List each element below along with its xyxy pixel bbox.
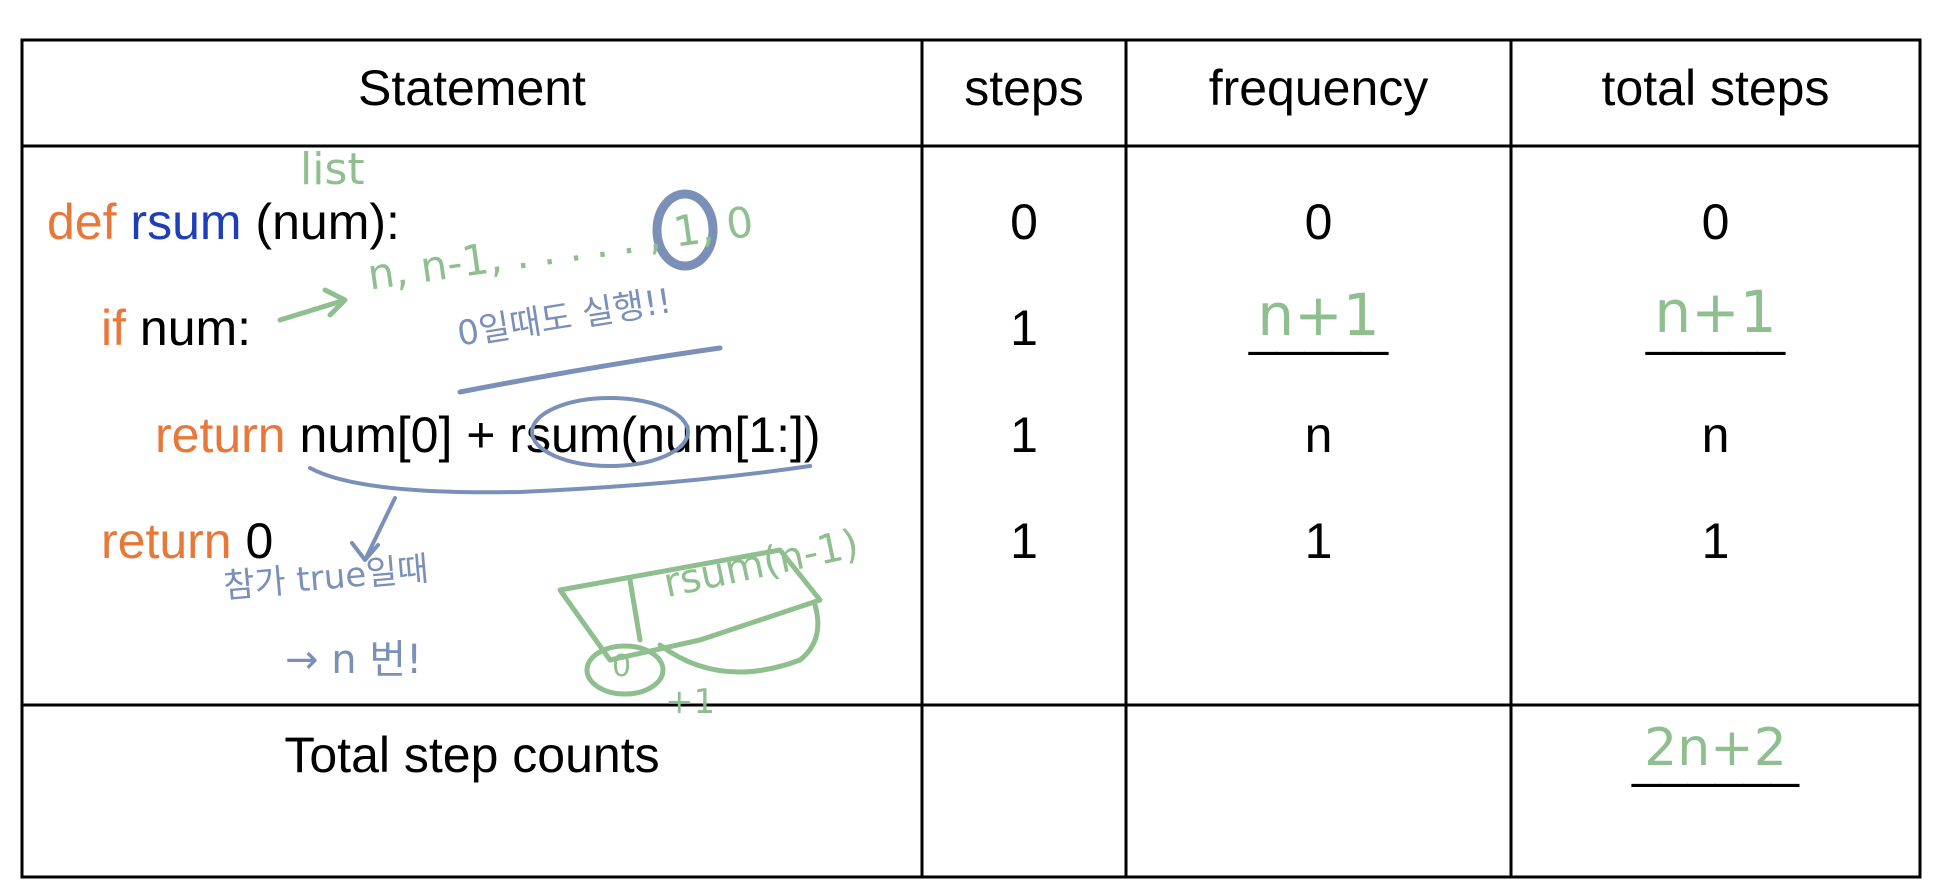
frequency-cell: 1 — [1304, 513, 1333, 569]
frequency-answer: n+1 — [1257, 281, 1380, 349]
footer-total-blank: ______ — [1632, 732, 1799, 788]
return-recursive-rest: num[0] + rsum(num[1:]) — [285, 407, 821, 463]
keyword-if: if — [101, 300, 126, 356]
recursive-line-underline — [308, 464, 812, 495]
total-steps-cell: n — [1701, 407, 1730, 463]
steps-cell: 0 — [1010, 194, 1038, 250]
total-steps-cell: 1 — [1701, 513, 1730, 569]
keyword-return: return — [155, 407, 286, 463]
korean-note-underline — [457, 345, 723, 395]
down-arrow — [350, 496, 397, 562]
header-statement: Statement — [358, 60, 586, 116]
circled-zero-mark — [652, 189, 718, 271]
def-rest: (num): — [241, 194, 400, 250]
zero-sketch-circle — [584, 643, 666, 697]
keyword-return-2: return — [101, 513, 232, 569]
keyword-def: def — [47, 194, 117, 250]
frequency-cell: 0 — [1304, 194, 1333, 250]
if-rest: num: — [126, 300, 252, 356]
arrow-to-sequence — [277, 287, 348, 323]
plus-one-annotation: +1 — [665, 682, 716, 722]
statement-return-recursive-line: return num[0] + rsum(num[1:]) — [155, 410, 821, 460]
header-frequency: frequency — [1208, 60, 1429, 116]
header-total-steps: total steps — [1601, 60, 1830, 116]
frequency-blank: _____ — [1248, 300, 1389, 356]
return-zero-rest: 0 — [231, 513, 274, 569]
steps-cell: 1 — [1010, 300, 1038, 356]
frequency-cell: n — [1304, 407, 1333, 463]
statement-def-line: def rsum (num): — [47, 197, 400, 247]
steps-cell: 1 — [1010, 513, 1038, 569]
list-annotation: list — [300, 144, 365, 195]
total-steps-answer: n+1 — [1654, 278, 1777, 346]
function-name: rsum — [130, 194, 242, 250]
korean-annotation-3: → n 번! — [285, 637, 423, 683]
total-steps-cell: 0 — [1701, 194, 1730, 250]
steps-cell: 1 — [1010, 407, 1038, 463]
rsum-circle-mark — [530, 396, 690, 468]
total-sum-answer: 2n+2 — [1644, 718, 1787, 778]
statement-return-zero-line: return 0 — [101, 516, 273, 566]
total-steps-blank: _____ — [1645, 300, 1786, 356]
footer-label: Total step counts — [284, 727, 660, 783]
header-steps: steps — [964, 60, 1084, 116]
statement-if-line: if num: — [101, 303, 251, 353]
zero-annotation: 0 — [612, 649, 632, 684]
